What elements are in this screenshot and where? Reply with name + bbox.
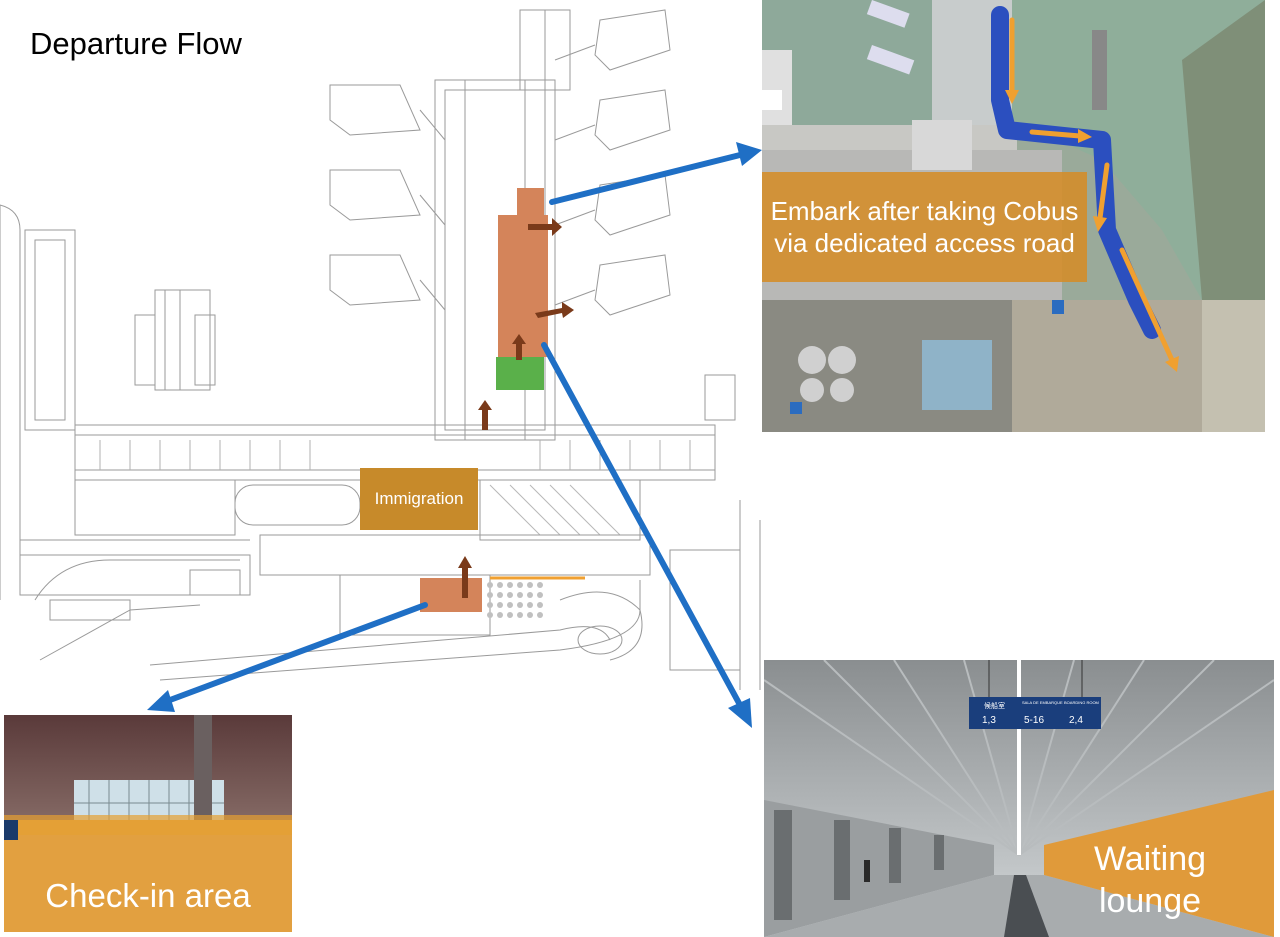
check-in-photo: Check-in area	[4, 715, 292, 932]
check-in-zone	[420, 578, 482, 612]
gate-zone-top	[517, 188, 544, 216]
sign-header-mid: SALA DE EMBARQUE	[1022, 700, 1063, 705]
embark-label: Embark after taking Cobus via dedicated …	[762, 172, 1087, 282]
terminal-floor-plan	[0, 9, 761, 690]
flow-arrow-icon	[478, 400, 492, 430]
sign-header-right: BOARDING ROOM	[1064, 700, 1099, 705]
sign-header-left: 候船室	[984, 701, 1005, 710]
sign-gate-mid: 5-16	[1024, 715, 1044, 726]
directional-sign	[969, 697, 1101, 729]
check-in-label: Check-in area	[45, 877, 251, 914]
aerial-photo: Embark after taking Cobus via dedicated …	[762, 0, 1265, 432]
immigration-label: Immigration	[360, 468, 478, 530]
sign-gate-right: 2,4	[1069, 715, 1083, 726]
flow-arrow-icon	[528, 218, 562, 236]
waiting-lounge-zone	[498, 215, 548, 357]
flow-arrow-icon	[458, 556, 472, 598]
waiting-lounge-label: Waiting lounge	[1093, 840, 1207, 920]
waiting-lounge-photo: 候船室 SALA DE EMBARQUE BOARDING ROOM 1,3 5…	[764, 660, 1274, 937]
flow-arrow-icon	[512, 334, 526, 360]
page-title: Departure Flow	[30, 26, 242, 61]
sign-gate-left: 1,3	[982, 715, 996, 726]
flow-arrow-icon	[535, 302, 574, 318]
green-zone	[496, 357, 544, 390]
